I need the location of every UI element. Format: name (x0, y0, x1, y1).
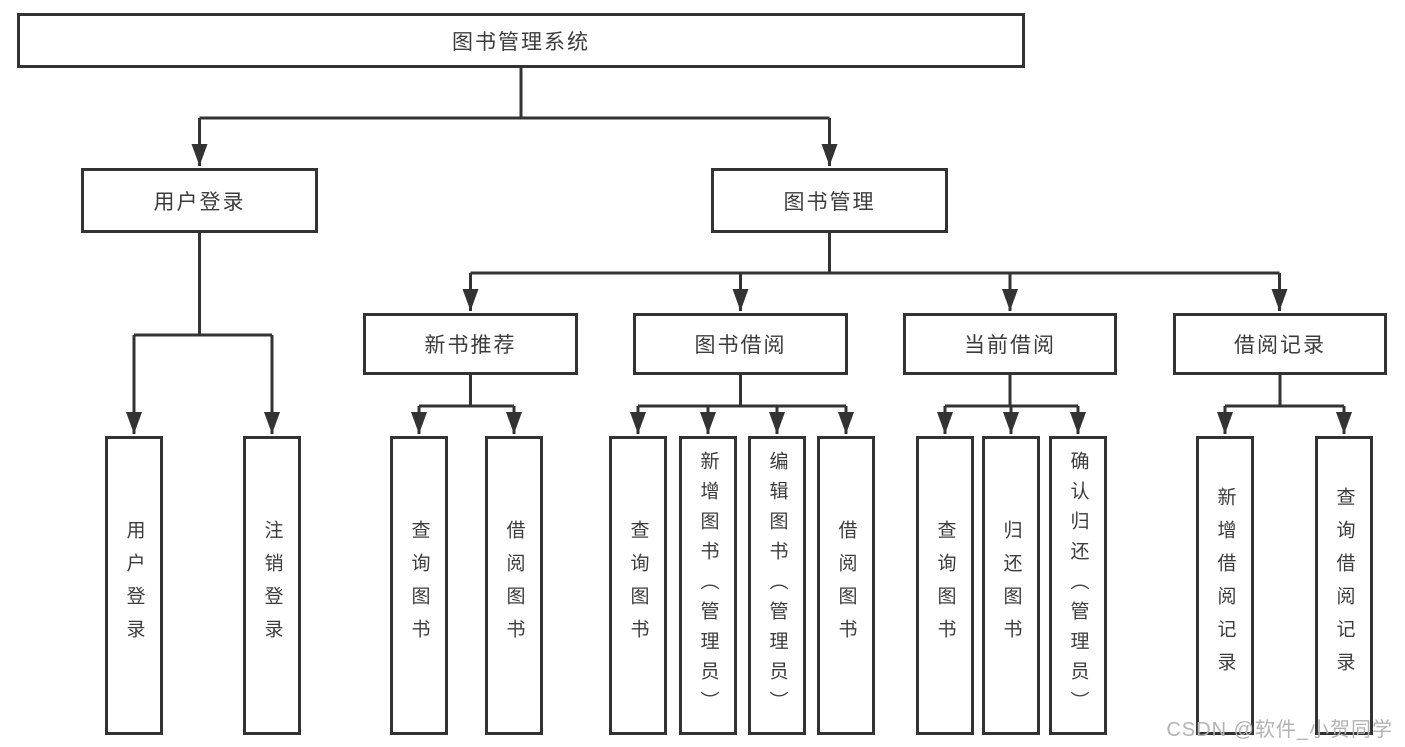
node-book-borrowing: 图书借阅 (633, 313, 848, 375)
node-book-management: 图书管理 (711, 168, 948, 233)
leaf-logout: 注销登录 (243, 436, 301, 735)
leaf-edit-books-admin: 编辑图书（管理员） (748, 436, 806, 735)
leaf-user-login: 用户登录 (105, 436, 163, 735)
node-current-borrowing: 当前借阅 (903, 313, 1117, 375)
leaf-add-borrow-record: 新增借阅记录 (1196, 436, 1254, 735)
node-new-book-recommendation: 新书推荐 (363, 313, 578, 375)
leaf-confirm-return-admin: 确认归还（管理员） (1049, 436, 1107, 735)
leaf-query-books-borrow: 查询图书 (609, 436, 667, 735)
leaf-query-books-recommend: 查询图书 (390, 436, 448, 735)
node-library-management-system: 图书管理系统 (17, 13, 1025, 68)
node-borrowing-records: 借阅记录 (1173, 313, 1387, 375)
leaf-add-books-admin: 新增图书（管理员） (679, 436, 737, 735)
leaf-query-borrow-record: 查询借阅记录 (1315, 436, 1373, 735)
csdn-watermark: CSDN @软件_小贺同学 (1166, 719, 1393, 741)
leaf-borrow-books-recommend: 借阅图书 (485, 436, 543, 735)
leaf-borrow-books: 借阅图书 (817, 436, 875, 735)
node-user-login: 用户登录 (81, 168, 318, 233)
leaf-return-books: 归还图书 (982, 436, 1040, 735)
leaf-query-books-current: 查询图书 (916, 436, 974, 735)
